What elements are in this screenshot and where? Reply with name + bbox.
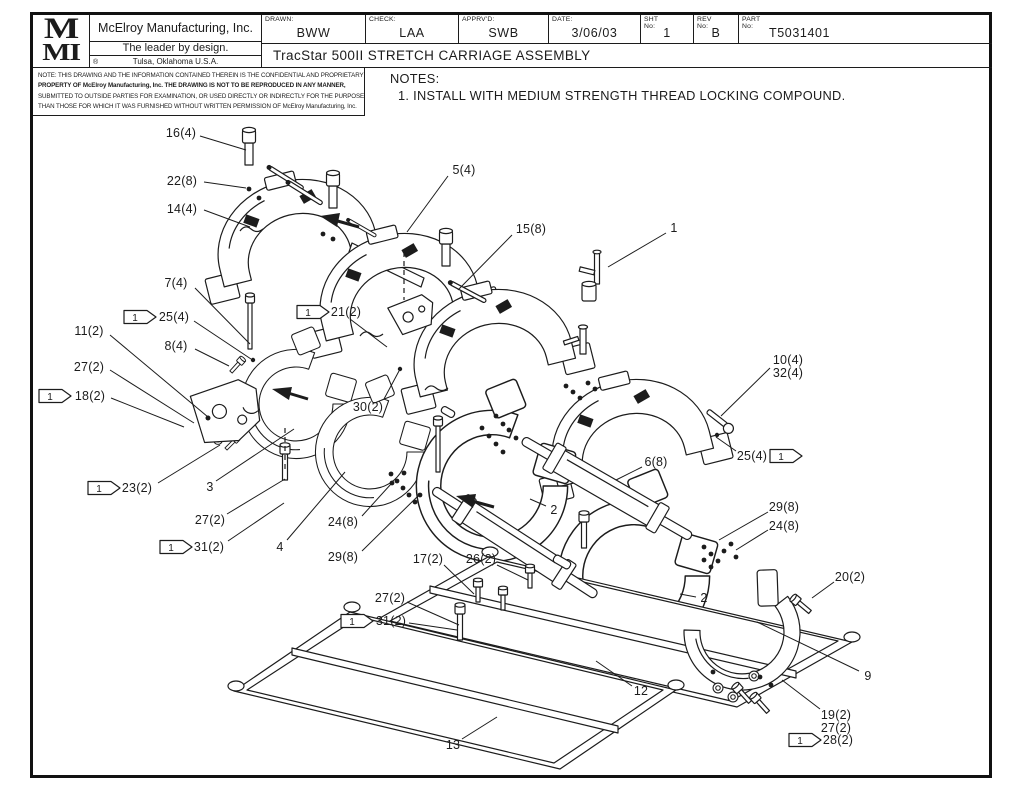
callout-192: 19(2) [820, 708, 852, 722]
callout-4: 4 [276, 540, 284, 554]
callout-1: 1 [670, 221, 678, 235]
field-value: T5031401 [769, 26, 831, 40]
callout-9: 9 [864, 669, 872, 683]
callout-248: 24(8) [327, 515, 359, 529]
field-value: 3/06/03 [571, 26, 618, 40]
callout-104: 10(4) [772, 353, 804, 367]
callout-158: 15(8) [515, 222, 547, 236]
callout-164: 16(4) [165, 126, 197, 140]
field-label: APPRV'D: [462, 16, 495, 23]
callout-228: 22(8) [166, 174, 198, 188]
callout-2: 2 [700, 591, 708, 605]
field-value: BWW [296, 26, 331, 40]
note-item-1: 1. INSTALL WITH MEDIUM STRENGTH THREAD L… [398, 88, 846, 103]
logo-letters-mi: MI [42, 40, 81, 66]
callout-74: 7(4) [164, 276, 188, 290]
callout-12: 12 [633, 684, 649, 698]
company-name: McElroy Manufacturing, Inc. [90, 15, 261, 42]
callout-232: 23(2) [121, 481, 153, 495]
callout-272: 27(2) [374, 591, 406, 605]
callout-182: 18(2) [74, 389, 106, 403]
titleblock-field-drawn: DRAWN:BWW [262, 15, 365, 44]
callout-212: 21(2) [330, 305, 362, 319]
callout-54: 5(4) [452, 163, 476, 177]
titleblock-field-apprvd: APPRV'D: SWB [458, 15, 548, 44]
callout-13: 13 [445, 738, 461, 752]
field-value: LAA [399, 26, 425, 40]
callout-272: 27(2) [820, 721, 852, 735]
field-label: DRAWN: [265, 16, 294, 23]
callout-248: 24(8) [768, 519, 800, 533]
callout-298: 29(8) [327, 550, 359, 564]
sheet-border [30, 12, 992, 778]
notes-block: NOTES: 1. INSTALL WITH MEDIUM STRENGTH T… [390, 71, 845, 103]
field-value: 1 [663, 26, 671, 40]
company-tagline: The leader by design. [90, 42, 261, 56]
callout-272: 27(2) [194, 513, 226, 527]
callout-312: 31(2) [375, 614, 407, 628]
callout-254: 25(4) [158, 310, 190, 324]
callout-312: 31(2) [193, 540, 225, 554]
field-value: B [711, 26, 721, 40]
callout-254: 25(4) [736, 449, 768, 463]
callout-2: 2 [550, 503, 558, 517]
titleblock-field-check: CHECK:LAA [365, 15, 458, 44]
field-value: SWB [488, 26, 519, 40]
company-location: ® Tulsa, Oklahoma U.S.A. [93, 57, 219, 66]
callout-68: 6(8) [644, 455, 668, 469]
callout-172: 17(2) [412, 552, 444, 566]
titleblock-field-date: DATE: 3/06/03 [548, 15, 640, 44]
callout-262: 26(2) [465, 552, 497, 566]
callout-272: 27(2) [73, 360, 105, 374]
callout-144: 14(4) [166, 202, 198, 216]
callout-3: 3 [206, 480, 214, 494]
registered-mark-icon: ® [93, 59, 99, 66]
titleblock-divider [33, 67, 992, 68]
callout-84: 8(4) [164, 339, 188, 353]
notes-header: NOTES: [390, 71, 440, 86]
field-label: DATE: [552, 16, 573, 23]
drawing-title: TracStar 500II STRETCH CARRIAGE ASSEMBLY [273, 48, 591, 63]
callout-302: 30(2) [352, 400, 384, 414]
callout-298: 29(8) [768, 500, 800, 514]
proprietary-note: NOTE: THIS DRAWING AND THE INFORMATION C… [33, 68, 365, 116]
callout-202: 20(2) [834, 570, 866, 584]
mcelroy-logo: M MI [33, 14, 90, 68]
logo-letter-m: M [43, 12, 79, 45]
callout-112: 11(2) [74, 324, 104, 338]
callout-324: 32(4) [772, 366, 804, 380]
field-label: CHECK: [369, 16, 396, 23]
company-block: McElroy Manufacturing, Inc. The leader b… [90, 15, 262, 68]
callout-282: 28(2) [822, 733, 854, 747]
